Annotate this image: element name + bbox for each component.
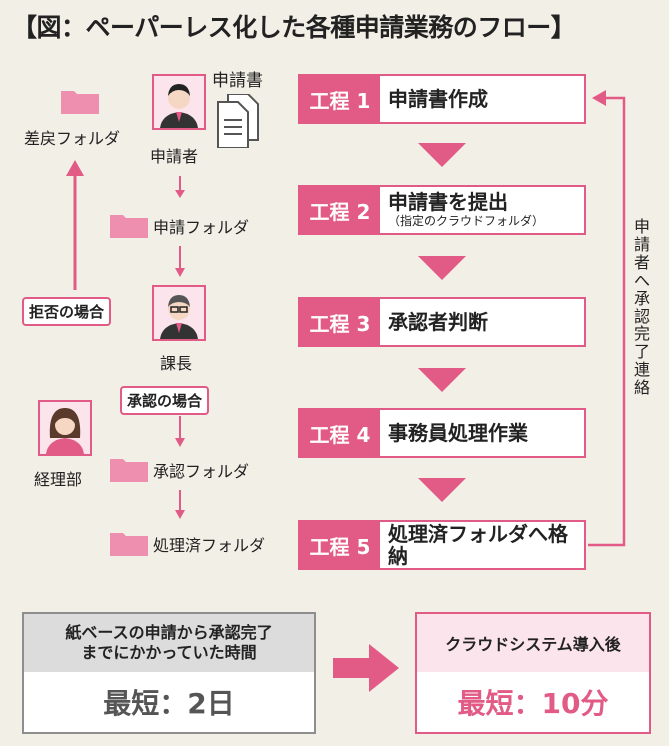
return-folder-icon (61, 91, 99, 114)
step-4-text: 事務員処理作業 (388, 421, 528, 445)
applicant-label: 申請者 (150, 147, 199, 166)
vertical-char: 承 (633, 288, 650, 308)
accounting-avatar (38, 400, 92, 456)
done-folder-icon (110, 533, 148, 556)
after-label: クラウドシステム導入後 (417, 614, 649, 672)
applicant-folder-label: 申請フォルダ (153, 218, 250, 237)
down-arrow-2-icon (418, 256, 466, 280)
document-label: 申請書 (212, 71, 263, 91)
done-folder-label: 処理済フォルダ (153, 536, 266, 555)
manager-avatar (152, 285, 206, 341)
step-3-tag: 工程 3 (300, 299, 380, 345)
vertical-char: 申 (633, 217, 650, 236)
step-2-text: 申請書を提出 (388, 190, 508, 215)
step-4: 工程 4 事務員処理作業 (298, 408, 586, 458)
return-folder-label: 差戻フォルダ (24, 129, 121, 148)
step-2-tag: 工程 2 (300, 187, 380, 233)
step-5-tag: 工程 5 (300, 522, 380, 568)
step-2-subtext: （指定のクラウドフォルダ） (388, 214, 545, 229)
vertical-char: へ (633, 270, 650, 290)
approved-folder-label: 承認フォルダ (153, 462, 250, 481)
approve-badge: 承認の場合 (120, 386, 210, 415)
vertical-char: 者 (633, 252, 650, 272)
step-1-text: 申請書作成 (388, 87, 488, 111)
approved-folder-icon (110, 459, 148, 482)
accounting-label: 経理部 (34, 470, 83, 489)
before-value: 最短：2日 (103, 687, 235, 720)
vertical-char: 請 (633, 234, 650, 254)
step-2: 工程 2 申請書を提出 （指定のクラウドフォルダ） (298, 185, 586, 235)
vertical-char: 完 (633, 324, 650, 344)
applicant-folder-icon (110, 215, 148, 238)
reject-badge: 拒否の場合 (22, 297, 112, 326)
step-3: 工程 3 承認者判断 (298, 297, 586, 347)
step-1: 工程 1 申請書作成 (298, 74, 586, 124)
step-5: 工程 5 処理済フォルダへ格納 (298, 520, 586, 570)
after-box: クラウドシステム導入後 最短：10分 (415, 612, 651, 734)
before-box: 紙ベースの申請から承認完了 までにかかっていた時間 最短：2日 (22, 612, 316, 734)
vertical-char: 了 (633, 342, 650, 362)
step-5-text: 処理済フォルダへ格納 (388, 522, 568, 568)
before-line2: までにかかっていた時間 (81, 643, 257, 662)
step-1-tag: 工程 1 (300, 76, 380, 122)
down-arrow-3-icon (418, 368, 466, 392)
down-arrow-1-icon (418, 143, 466, 167)
step-3-text: 承認者判断 (388, 310, 488, 334)
completion-notice-vertical: 申請者へ承認完了連絡 (632, 218, 652, 397)
document-icon (217, 94, 259, 148)
after-value: 最短：10分 (457, 687, 609, 720)
down-arrow-4-icon (418, 478, 466, 502)
before-line1: 紙ベースの申請から承認完了 (65, 623, 273, 642)
vertical-char: 連 (633, 360, 650, 380)
vertical-char: 絡 (633, 378, 650, 398)
applicant-avatar (152, 74, 206, 130)
vertical-char: 認 (633, 306, 650, 326)
manager-label: 課長 (160, 354, 193, 373)
step-4-tag: 工程 4 (300, 410, 380, 456)
figure-title: 【図：ペーパーレス化した各種申請業務のフロー】 (12, 13, 576, 42)
